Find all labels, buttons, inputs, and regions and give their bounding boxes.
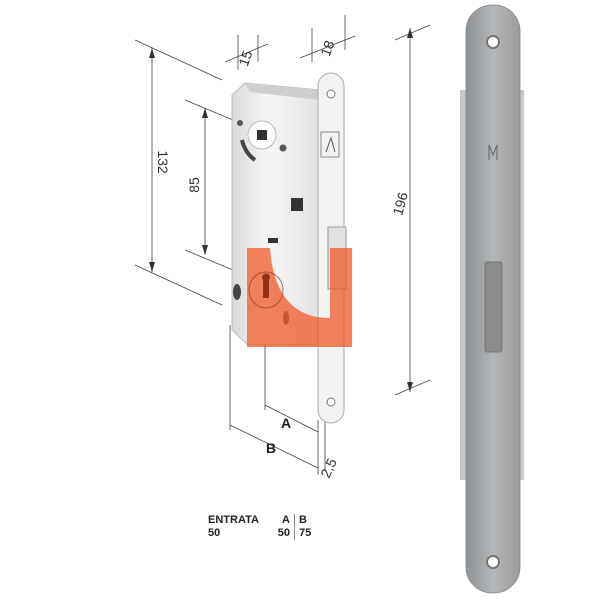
value-a: 50 bbox=[270, 527, 295, 540]
dimension-arrows bbox=[149, 28, 413, 392]
table-header-row: ENTRATA A B bbox=[208, 514, 311, 527]
table-row: 50 50 75 bbox=[208, 527, 311, 540]
dim-18: 18 bbox=[317, 38, 337, 58]
dim-85: 85 bbox=[186, 177, 202, 193]
dim-196: 196 bbox=[389, 190, 411, 217]
value-entrata: 50 bbox=[208, 527, 221, 539]
watermark-logo bbox=[247, 248, 352, 347]
dimension-table: ENTRATA A B 50 50 75 bbox=[208, 514, 311, 540]
dim-a: A bbox=[281, 415, 291, 431]
value-b: 75 bbox=[299, 527, 312, 539]
dim-15: 15 bbox=[235, 48, 255, 68]
header-entrata: ENTRATA bbox=[208, 514, 259, 526]
dim-132: 132 bbox=[155, 150, 171, 174]
faceplate-photo bbox=[460, 4, 524, 594]
dim-b: B bbox=[266, 440, 276, 456]
dim-2-5: 2,5 bbox=[317, 455, 340, 480]
dimension-lines bbox=[134, 15, 431, 475]
header-a: A bbox=[270, 514, 295, 527]
header-b: B bbox=[299, 514, 307, 526]
